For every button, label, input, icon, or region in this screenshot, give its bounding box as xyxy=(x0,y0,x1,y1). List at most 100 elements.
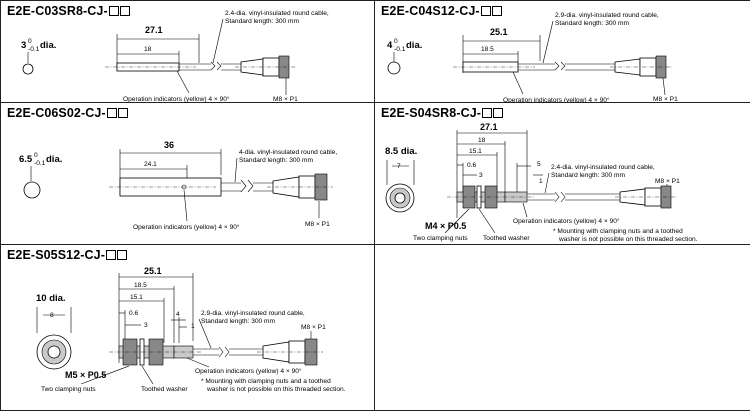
diameter-tol-lower: -0.1 xyxy=(394,46,406,53)
dim-4: 4 xyxy=(176,311,180,318)
dim-total: 27.1 xyxy=(145,25,163,35)
diameter-label: 6.5 xyxy=(19,154,33,165)
end-view-circle xyxy=(22,63,34,75)
dim-5: 5 xyxy=(537,161,541,168)
diameter-label: 10 dia. xyxy=(36,293,66,304)
diameter-tol-lower: -0.1 xyxy=(34,160,46,167)
suffix-box-icon xyxy=(119,6,130,16)
diameter-word: dia. xyxy=(46,154,62,165)
dim-total: 36 xyxy=(164,140,174,150)
break-mark xyxy=(560,191,566,203)
leader-line xyxy=(186,357,210,368)
dim-total: 25.1 xyxy=(144,266,162,276)
note-line-1: * Mounting with clamping nuts and a toot… xyxy=(201,378,331,385)
cable-label-2: Standard length: 300 mm xyxy=(201,318,276,325)
panel-e2e-c04s12: E2E-C04S12-CJ- 4 0 -0.1 dia. 25.1 18.5 2… xyxy=(374,0,750,104)
panel-e2e-s05s12: E2E-S05S12-CJ- 10 dia. 8 25.1 18.5 15.1 … xyxy=(0,244,376,411)
break-mark xyxy=(554,191,560,203)
indicators-label: Operation indicators (yellow) 4 × 90° xyxy=(513,217,620,225)
model-name: E2E-S04SR8-CJ- xyxy=(381,106,482,120)
diameter-label: 8.5 dia. xyxy=(385,146,417,157)
leader-line xyxy=(662,77,666,96)
dim-3: 3 xyxy=(479,172,483,179)
panel-title: E2E-C06S02-CJ- xyxy=(7,106,128,120)
drawing-e2e-c06s02: 6.5 0 -0.1 dia. 36 24.1 4-dia. vinyl-ins… xyxy=(19,140,337,231)
leader-line xyxy=(176,70,190,94)
dim-hex: 7 xyxy=(397,163,401,170)
panel-title: E2E-S05S12-CJ- xyxy=(7,248,127,262)
model-name: E2E-S05S12-CJ- xyxy=(7,248,105,262)
leader-line xyxy=(444,208,470,234)
end-view-core xyxy=(47,345,61,359)
drawing-e2e-c03sr8: 3 0 -0.1 dia. 27.1 18 2.4-dia. vinyl-ins… xyxy=(21,10,329,103)
drawing-e2e-s04sr8: 8.5 dia. 7 27.1 18 15.1 0.6 3 5 1 xyxy=(385,122,698,243)
cable-label-1: 4-dia. vinyl-insulated round cable, xyxy=(239,149,337,156)
panel-title: E2E-C04S12-CJ- xyxy=(381,4,502,18)
leader-line xyxy=(141,365,154,385)
connector-label: M8 × P1 xyxy=(655,178,680,185)
suffix-box-icon xyxy=(493,108,504,118)
end-view-circle xyxy=(387,61,401,75)
connector-label: M8 × P1 xyxy=(273,96,298,103)
break-mark xyxy=(224,346,230,358)
break-mark xyxy=(216,61,222,71)
cable-label-1: 2.4-dia. vinyl-insulated round cable, xyxy=(225,10,329,17)
break-mark xyxy=(560,61,566,71)
dim-3: 3 xyxy=(144,322,148,329)
leader-line xyxy=(234,157,238,183)
suffix-box-icon xyxy=(105,250,116,260)
cable-label-2: Standard length: 300 mm xyxy=(225,18,300,25)
diameter-tol-upper: 0 xyxy=(34,152,38,159)
end-view-core xyxy=(394,192,406,204)
diameter-label: 3 xyxy=(21,40,26,51)
diameter-word: dia. xyxy=(40,40,56,51)
panel-e2e-c06s02: E2E-C06S02-CJ- 6.5 0 -0.1 dia. 36 24.1 4… xyxy=(0,102,376,246)
panel-e2e-c03sr8: E2E-C03SR8-CJ- 3 0 -0.1 dia. 27.1 18 2.4… xyxy=(0,0,376,104)
model-name: E2E-C04S12-CJ- xyxy=(381,4,480,18)
panel-title: E2E-C03SR8-CJ- xyxy=(7,4,130,18)
diameter-tol-lower: -0.1 xyxy=(28,46,40,53)
diameter-tol-upper: 0 xyxy=(394,38,398,45)
dim-18-5: 18.5 xyxy=(134,282,147,289)
break-mark xyxy=(210,61,216,71)
connector-label: M8 × P1 xyxy=(305,221,330,228)
cable-label-2: Standard length: 300 mm xyxy=(239,157,314,164)
suffix-box-icon xyxy=(117,108,128,118)
dim-1: 1 xyxy=(539,178,543,185)
dim-1: 1 xyxy=(191,323,195,330)
dim-body: 24.1 xyxy=(144,161,157,168)
note-line-1: * Mounting with clamping nuts and a toot… xyxy=(553,228,683,235)
dim-body: 18 xyxy=(144,46,152,53)
drawing-e2e-c04s12: 4 0 -0.1 dia. 25.1 18.5 2.9-dia. vinyl-i… xyxy=(387,12,678,104)
thread-label: M5 × P0.5 xyxy=(65,370,106,380)
break-mark xyxy=(247,179,254,193)
dim-hex: 8 xyxy=(50,312,54,319)
dim-15-1: 15.1 xyxy=(130,294,143,301)
leader-line xyxy=(80,365,130,385)
suffix-box-icon xyxy=(482,108,493,118)
toothed-washer-label: Toothed washer xyxy=(483,235,530,242)
cable-label-1: 2.9-dia. vinyl-insulated round cable, xyxy=(555,12,659,19)
connector-label: M8 × P1 xyxy=(301,324,326,331)
model-name: E2E-C06S02-CJ- xyxy=(7,106,106,120)
thread-label: M4 × P0.5 xyxy=(425,221,466,231)
suffix-box-icon xyxy=(108,6,119,16)
leader-line xyxy=(544,172,550,194)
note-line-2: washer is not possible on this threaded … xyxy=(206,386,346,393)
diameter-label: 4 xyxy=(387,40,393,51)
connector-label: M8 × P1 xyxy=(653,96,678,103)
dim-15-1: 15.1 xyxy=(469,148,482,155)
empty-panel xyxy=(374,244,750,411)
panel-title: E2E-S04SR8-CJ- xyxy=(381,106,504,120)
panel-e2e-s04sr8: E2E-S04SR8-CJ- 8.5 dia. 7 27.1 18 15.1 0… xyxy=(374,102,750,246)
cable-label-2: Standard length: 300 mm xyxy=(555,20,630,27)
dim-total: 25.1 xyxy=(490,27,508,37)
leader-line xyxy=(212,18,224,64)
suffix-box-icon xyxy=(106,108,117,118)
dim-18: 18 xyxy=(478,137,486,144)
diameter-word: dia. xyxy=(406,40,422,51)
dim-0-6: 0.6 xyxy=(467,162,476,169)
suffix-box-icon xyxy=(491,6,502,16)
leader-line xyxy=(478,208,496,234)
cable-label-2: Standard length: 300 mm xyxy=(551,172,626,179)
